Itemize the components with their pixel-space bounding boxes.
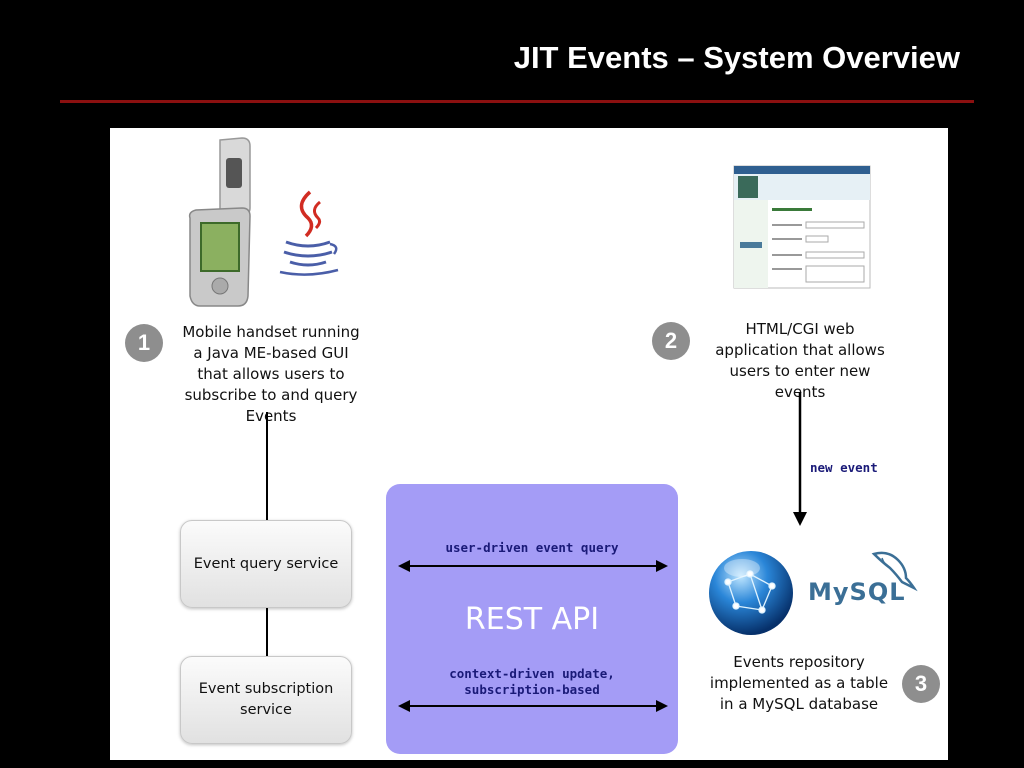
mobile-phone-icon [188, 137, 251, 307]
slide-title: JIT Events – System Overview [513, 40, 960, 75]
network-globe-icon [709, 551, 793, 635]
event-query-service-box: Event query service [180, 520, 352, 608]
step-2-badge: 2 [652, 322, 690, 360]
java-logo-icon [279, 190, 339, 276]
step-1-description: Mobile handset running a Java ME-based G… [182, 323, 360, 425]
rest-api-box: REST API [386, 484, 678, 754]
event-subscription-service-box: Event subscription service [180, 656, 352, 744]
context-driven-update-label: context-driven update, subscription-base… [449, 666, 615, 697]
step-2-description: HTML/CGI web application that allows use… [715, 320, 885, 401]
mysql-dolphin-icon [871, 551, 918, 592]
title-divider [60, 100, 974, 103]
step-3-description: Events repository implemented as a table… [709, 653, 889, 713]
connector-line [266, 412, 268, 520]
query-arrow [398, 560, 668, 572]
step-3-badge: 3 [902, 665, 940, 703]
mysql-logo-text: MySQL [808, 578, 906, 606]
new-event-label: new event [810, 460, 878, 475]
connector-line [266, 606, 268, 656]
step-1-badge: 1 [125, 324, 163, 362]
rest-api-label: REST API [464, 602, 600, 637]
new-event-arrow [793, 392, 807, 526]
user-driven-query-label: user-driven event query [445, 540, 619, 555]
diagram-panel: 1 Mobile handset running a Java ME-based… [110, 128, 948, 760]
web-application-screenshot-icon [733, 165, 871, 289]
subscription-arrow [398, 700, 668, 712]
mysql-logo: MySQL [808, 578, 906, 606]
